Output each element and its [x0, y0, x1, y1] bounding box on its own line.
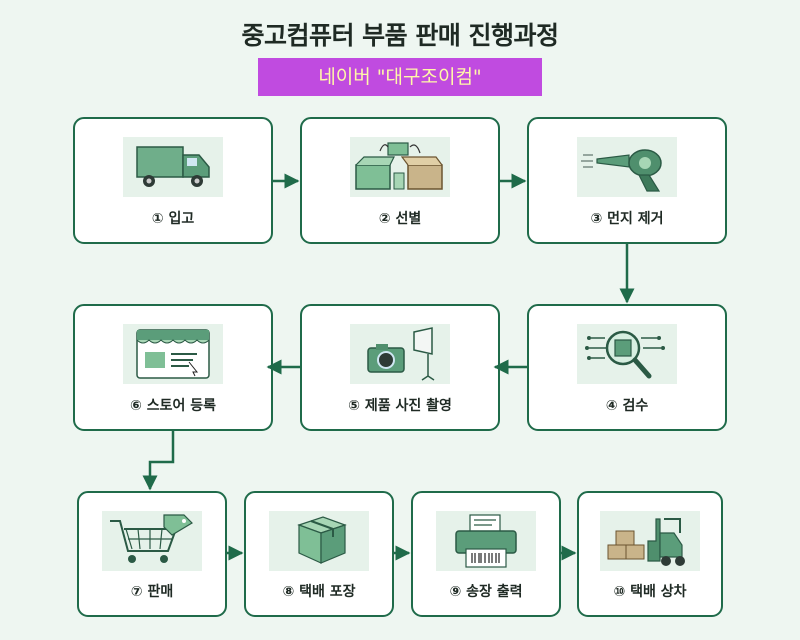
step-label: ③ 먼지 제거: [590, 211, 664, 227]
delivery-truck-icon: [123, 137, 223, 197]
label-printer-icon: [436, 511, 536, 571]
step-box-sorting: ② 선별: [300, 117, 500, 244]
step-label: ⑥ 스토어 등록: [129, 398, 216, 414]
step-label: ④ 검수: [605, 398, 649, 414]
step-box-photo: ⑤ 제품 사진 촬영: [300, 304, 500, 431]
step-box-invoice-print: ⑨ 송장 출력: [411, 491, 561, 617]
step-box-loading: ⑩ 택배 상차: [577, 491, 723, 617]
step-box-dust-removal: ③ 먼지 제거: [527, 117, 727, 244]
page-title: 중고컴퓨터 부품 판매 진행과정: [241, 21, 559, 50]
package-box-icon: [269, 511, 369, 571]
step-box-packaging: ⑧ 택배 포장: [244, 491, 394, 617]
step-box-inspection: ④ 검수: [527, 304, 727, 431]
step-label: ⑤ 제품 사진 촬영: [348, 398, 452, 414]
sorting-boxes-icon: [350, 137, 450, 197]
step-label: ② 선별: [378, 211, 422, 227]
forklift-icon: [600, 511, 700, 571]
air-blower-icon: [577, 137, 677, 197]
subtitle-banner: 네이버 "대구조이컴": [258, 58, 542, 96]
step-box-store-registration: ⑥ 스토어 등록: [73, 304, 273, 431]
shopping-cart-icon: [102, 511, 202, 571]
chip-inspection-icon: [577, 324, 677, 384]
step-label: ① 입고: [151, 211, 195, 227]
step-box-intake: ① 입고: [73, 117, 273, 244]
online-store-icon: [123, 324, 223, 384]
camera-softbox-icon: [350, 324, 450, 384]
step-label: ⑨ 송장 출력: [449, 584, 523, 600]
step-label: ⑧ 택배 포장: [282, 584, 356, 600]
arrow-6-to-7: [142, 431, 175, 491]
step-label: ⑦ 판매: [130, 584, 174, 600]
step-box-sale: ⑦ 판매: [77, 491, 227, 617]
step-label: ⑩ 택배 상차: [613, 584, 687, 600]
